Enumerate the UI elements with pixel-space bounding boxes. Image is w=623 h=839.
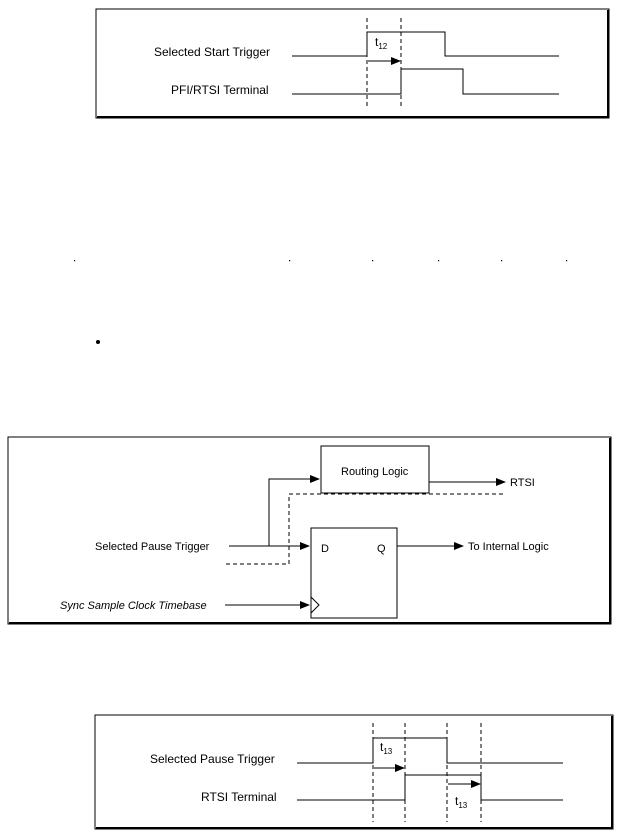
- timing-frame-2: [94, 714, 614, 830]
- bullet-dot: [96, 340, 100, 344]
- rtsi-terminal-waveform: [297, 774, 563, 801]
- stray-dots: [74, 260, 568, 262]
- dashed-bypass-path: [226, 493, 505, 565]
- pause-trigger-waveform: [297, 737, 563, 764]
- selected-pause-trigger-label: Selected Pause Trigger: [95, 541, 210, 553]
- routing-logic-label: Routing Logic: [341, 466, 409, 478]
- ff-d-label: D: [321, 543, 329, 555]
- pfi-rtsi-terminal-label: PFI/RTSI Terminal: [171, 83, 269, 97]
- start-trigger-waveform: [292, 31, 559, 57]
- t12-delay-label: t12: [375, 35, 388, 51]
- rtsi-output-label: RTSI: [510, 477, 535, 489]
- pause-trigger-timing-diagram: Selected Pause Trigger RTSI Terminal t13…: [94, 714, 614, 830]
- timing-frame-1: [95, 8, 610, 119]
- routing-logic-box: [320, 445, 430, 494]
- pause-trigger-to-routing-arrow: [268, 475, 320, 546]
- selected-pause-trigger-timing-label: Selected Pause Trigger: [150, 752, 275, 766]
- t13-delay-label-2: t13: [455, 794, 468, 810]
- rtsi-terminal-label: RTSI Terminal: [201, 790, 277, 804]
- pfi-rtsi-waveform: [292, 68, 559, 95]
- flip-flop-box: [310, 527, 398, 619]
- pause-trigger-block-diagram: Routing Logic D Q Selected Pause Trigger…: [7, 436, 612, 625]
- block-frame: [7, 436, 612, 625]
- start-trigger-timing-diagram: Selected Start Trigger PFI/RTSI Terminal…: [95, 8, 610, 119]
- t13-delay-label-1: t13: [380, 740, 393, 756]
- ff-q-label: Q: [377, 543, 386, 555]
- to-internal-logic-label: To Internal Logic: [468, 541, 549, 553]
- selected-start-trigger-label: Selected Start Trigger: [154, 45, 270, 59]
- clock-input-triangle: [310, 596, 320, 614]
- sync-sample-clock-timebase-label: Sync Sample Clock Timebase: [60, 600, 207, 612]
